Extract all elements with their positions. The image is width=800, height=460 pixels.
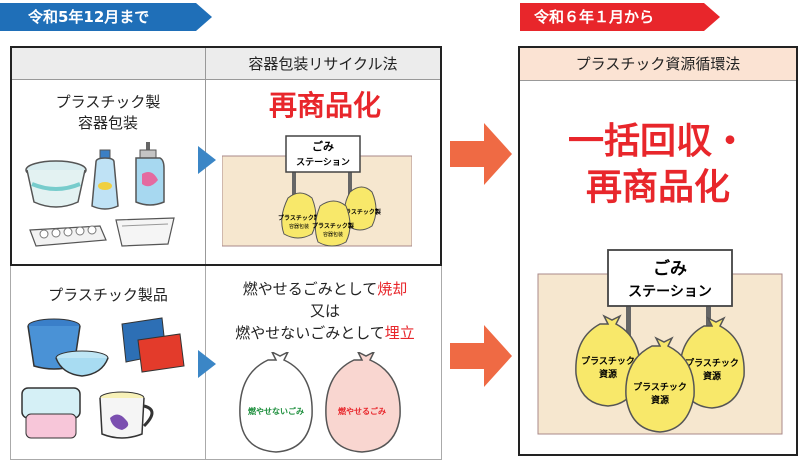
row2-result-line2: 又は	[309, 302, 340, 320]
bag-label: プラスチック製	[278, 214, 321, 222]
law-header: 容器包装リサイクル法	[206, 48, 440, 80]
white-bag-icon: 燃やせないごみ	[239, 352, 313, 453]
storage-box-icon	[121, 317, 185, 373]
row2-line1-prefix: 燃やせるごみとして	[242, 280, 378, 298]
bag-label-line2: 容器包装	[289, 223, 309, 230]
yellow-bag-icon: プラスチック 資源	[679, 316, 745, 409]
law-header-text: 容器包装リサイクル法	[248, 55, 398, 73]
bag-label-line2: 容器包装	[323, 231, 343, 238]
basin-icon	[55, 350, 109, 377]
yellow-bag-icon: プラスチック 資源	[625, 336, 695, 433]
row2-line1-emph: 焼却	[377, 280, 408, 298]
pump-bottle-icon	[135, 142, 165, 206]
large-bag-label-line2: 資源	[703, 370, 721, 382]
yellow-bag-icon: プラスチック 資源	[575, 314, 641, 407]
period-before-label: 令和5年12月まで	[28, 8, 150, 26]
white-bag-label: 燃やせないごみ	[248, 406, 304, 416]
row2-line3-emph: 埋立	[384, 324, 415, 342]
row2-result-line1: 燃やせるごみとして焼却	[212, 278, 438, 300]
station-sign-line2: ステーション	[296, 157, 350, 168]
yellow-bag-icon: プラスチック製 容器包装	[312, 200, 355, 247]
bag-label: プラスチック製	[339, 208, 382, 216]
large-bag-label-line1: プラスチック	[633, 381, 687, 393]
transition-arrow-bottom-icon	[450, 325, 512, 387]
new-law-header: プラスチック資源循環法	[520, 48, 796, 81]
station-sign-line1: ごみ	[312, 139, 334, 153]
large-bag-label-line1: プラスチック	[685, 357, 739, 369]
bottle-icon	[91, 149, 119, 210]
row1-label-line2: 容器包装	[77, 114, 138, 132]
food-container-icon	[21, 387, 81, 439]
period-before-banner: 令和5年12月まで	[0, 3, 212, 31]
table-header-row	[12, 48, 440, 80]
row2-result-line3: 燃やせないごみとして埋立	[212, 322, 438, 344]
row1-result: 再商品化	[268, 89, 381, 122]
flow-arrow-row2-icon	[198, 350, 216, 378]
period-after-banner: 令和６年１月から	[520, 3, 720, 31]
row2-result: 燃やせるごみとして焼却 又は 燃やせないごみとして埋立	[212, 278, 438, 344]
row2-label: プラスチック製品	[20, 285, 196, 306]
new-result-line1: 一括回収・	[567, 121, 748, 162]
new-result-line2: 再商品化	[585, 167, 730, 208]
transition-arrow-top-icon	[450, 123, 512, 185]
egg-carton-icon	[29, 225, 107, 247]
row2-label-text: プラスチック製品	[48, 286, 168, 304]
large-station-sign-line2: ステーション	[628, 284, 712, 300]
period-after-label: 令和６年１月から	[534, 8, 655, 26]
new-law-header-text: プラスチック資源循環法	[575, 55, 741, 73]
row1-label: プラスチック製 容器包装	[20, 92, 196, 134]
yellow-bag-icon: プラスチック製 容器包装	[278, 192, 321, 239]
food-tray-icon	[115, 217, 175, 247]
row2-line3-prefix: 燃やせないごみとして	[235, 324, 385, 342]
large-bag-label-line2: 資源	[599, 368, 617, 380]
pink-bag-icon: 燃やせるごみ	[325, 352, 401, 453]
row1-label-line1: プラスチック製	[55, 93, 161, 111]
garbage-bags-illustration: 燃やせないごみ 燃やせるごみ	[239, 352, 401, 453]
plastic-products-illustration	[21, 317, 185, 439]
mug-icon	[99, 391, 154, 439]
station-illustration-large: ごみ ステーション プラスチック 資源 プラスチック 資源 プラスチック 資源	[537, 249, 783, 435]
station-illustration-small: ごみ ステーション プラスチック製 プラスチック製 容器包装 プラスチック製 容…	[222, 135, 412, 247]
cup-container-icon	[25, 160, 87, 208]
flow-arrow-row1-icon	[198, 146, 216, 174]
pink-bag-label: 燃やせるごみ	[338, 406, 386, 416]
bag-label: プラスチック製	[312, 222, 355, 230]
large-bag-label-line2: 資源	[651, 394, 669, 406]
large-station-sign-line1: ごみ	[653, 258, 687, 279]
large-bag-label-line1: プラスチック	[581, 355, 635, 367]
packaging-illustration	[25, 142, 175, 247]
